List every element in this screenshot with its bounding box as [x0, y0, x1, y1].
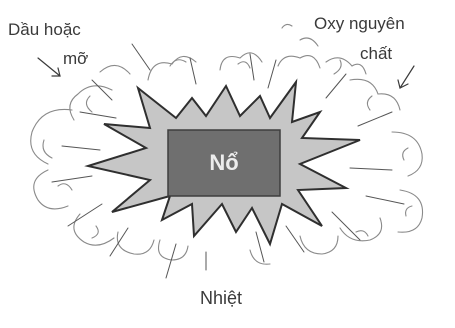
- arrow-icon: [38, 58, 414, 88]
- label-oil-line1: Dầu hoặc: [8, 20, 81, 40]
- label-oxygen-line2: chất: [360, 44, 392, 64]
- label-oxygen-line1: Oxy nguyên: [314, 14, 405, 34]
- label-heat: Nhiệt: [200, 288, 242, 308]
- label-oil-line2: mỡ: [63, 49, 88, 69]
- explosion-label: Nổ: [168, 130, 280, 196]
